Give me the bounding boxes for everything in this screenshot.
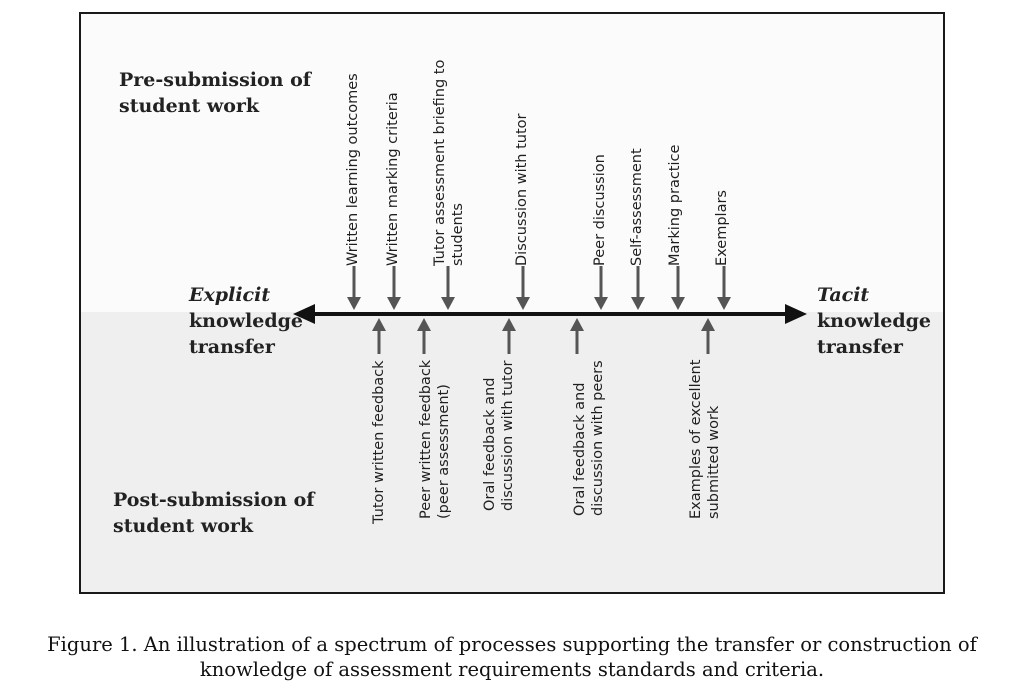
- top-arrow-8: [717, 266, 731, 310]
- top-arrow-7: [671, 266, 685, 310]
- axis-right-arrowhead: [785, 304, 807, 324]
- top-label-7: Marking practice: [666, 145, 684, 266]
- caption-line-1: Figure 1. An illustration of a spectrum …: [47, 633, 977, 656]
- bottom-label-5-line-1: Examples of excellent: [688, 359, 704, 519]
- top-arrow-1: [347, 266, 361, 310]
- top-label-1-line-1: Written learning outcomes: [345, 73, 361, 266]
- post-submission-label: Post-submission of student work: [113, 487, 315, 539]
- post-submission-line-1: Post-submission of: [113, 489, 315, 511]
- bottom-arrow-2: [417, 318, 431, 354]
- bottom-label-2-line-2: (peer assessment): [436, 384, 452, 519]
- top-label-1: Written learning outcomes: [344, 73, 362, 266]
- pre-submission-line-2: student work: [119, 95, 260, 117]
- tacit-word: Tacit: [817, 284, 870, 306]
- top-arrow-5: [594, 266, 608, 310]
- top-label-8: Exemplars: [713, 190, 731, 266]
- spectrum-diagram: [293, 266, 807, 354]
- post-submission-line-2: student work: [113, 515, 254, 537]
- top-label-5-line-1: Peer discussion: [592, 154, 608, 266]
- top-label-4: Discussion with tutor: [513, 114, 531, 266]
- bottom-arrow-3: [502, 318, 516, 354]
- top-label-8-line-1: Exemplars: [714, 190, 730, 266]
- bottom-label-1: Tutor written feedback: [370, 360, 388, 524]
- top-arrow-3: [441, 266, 455, 310]
- diagram-frame: Pre-submission of student work Post-subm…: [79, 12, 945, 594]
- bottom-arrow-4: [570, 318, 584, 354]
- bottom-label-2: Peer written feedback(peer assessment): [417, 360, 453, 519]
- bottom-label-3-line-1: Oral feedback and: [482, 377, 498, 511]
- top-label-2: Written marking criteria: [384, 92, 402, 266]
- top-arrow-4: [516, 266, 530, 310]
- top-label-3-line-1: Tutor assessment briefing to: [432, 59, 448, 266]
- tacit-line-2: knowledge: [817, 310, 931, 332]
- bottom-label-4-line-1: Oral feedback and: [572, 382, 588, 516]
- explicit-knowledge-label: Explicit knowledge transfer: [189, 282, 303, 360]
- bottom-arrows: [372, 318, 715, 354]
- spectrum-axis: [293, 304, 807, 324]
- top-label-3-line-2: students: [450, 203, 466, 266]
- top-label-6: Self-assessment: [628, 148, 646, 266]
- top-arrow-2: [387, 266, 401, 310]
- post-submission-band: [81, 312, 943, 592]
- axis-left-arrowhead: [293, 304, 315, 324]
- bottom-label-5-line-2: submitted work: [706, 405, 722, 519]
- top-label-4-line-1: Discussion with tutor: [514, 113, 530, 266]
- caption-line-2: knowledge of assessment requirements sta…: [199, 658, 825, 681]
- top-label-7-line-1: Marking practice: [667, 144, 683, 266]
- pre-submission-line-1: Pre-submission of: [119, 69, 311, 91]
- tacit-knowledge-label: Tacit knowledge transfer: [817, 282, 931, 360]
- top-label-5: Peer discussion: [591, 154, 609, 266]
- pre-submission-label: Pre-submission of student work: [119, 67, 311, 119]
- explicit-line-3: transfer: [189, 336, 275, 358]
- top-label-6-line-1: Self-assessment: [629, 148, 645, 266]
- bottom-label-2-line-1: Peer written feedback: [418, 359, 434, 519]
- top-arrows: [347, 266, 731, 310]
- bottom-arrow-5: [701, 318, 715, 354]
- bottom-label-4-line-2: discussion with peers: [590, 360, 606, 516]
- top-label-2-line-1: Written marking criteria: [385, 92, 401, 266]
- figure-caption: Figure 1. An illustration of a spectrum …: [18, 632, 1006, 682]
- explicit-line-2: knowledge: [189, 310, 303, 332]
- explicit-word: Explicit: [189, 284, 271, 306]
- bottom-label-3-line-2: discussion with tutor: [500, 360, 516, 511]
- top-arrow-6: [631, 266, 645, 310]
- tacit-line-3: transfer: [817, 336, 903, 358]
- bottom-arrow-1: [372, 318, 386, 354]
- bottom-label-1-line-1: Tutor written feedback: [371, 360, 387, 524]
